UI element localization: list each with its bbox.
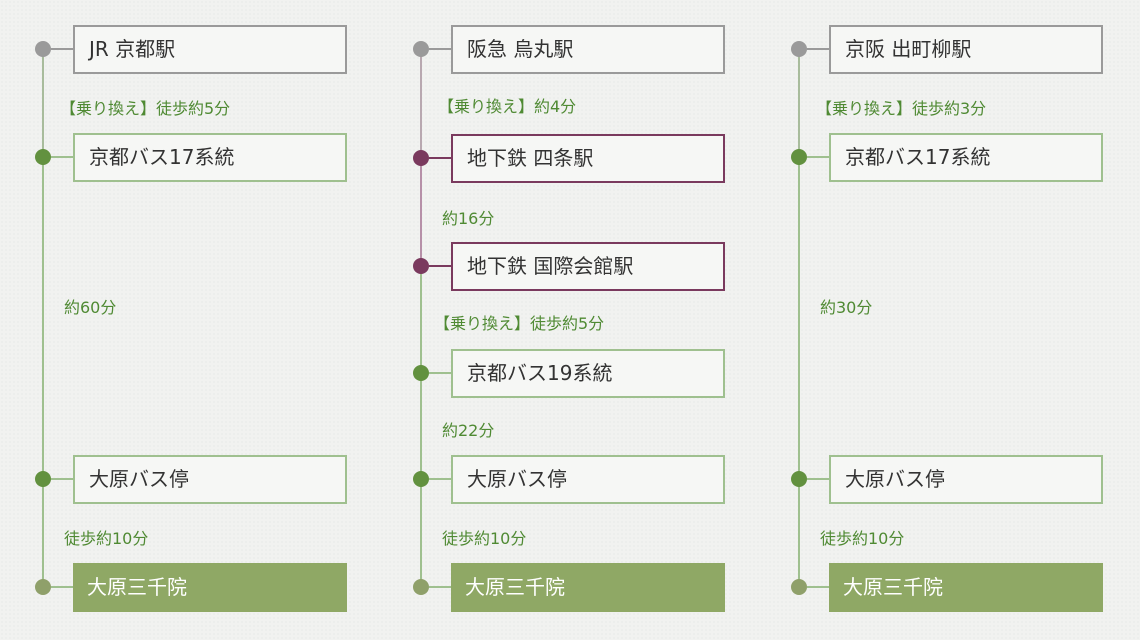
connector-tick xyxy=(429,372,451,374)
segment-label: 徒歩約10分 xyxy=(820,529,905,548)
destination-dot xyxy=(35,579,51,595)
station-dot xyxy=(35,149,51,165)
route-line xyxy=(798,49,800,157)
connector-tick xyxy=(429,265,451,267)
connector-tick xyxy=(51,478,73,480)
station-box: 大原バス停 xyxy=(73,455,347,504)
station-dot xyxy=(791,471,807,487)
destination-box: 大原三千院 xyxy=(451,563,725,612)
connector-tick xyxy=(51,586,73,588)
station-dot xyxy=(413,41,429,57)
station-dot xyxy=(791,149,807,165)
segment-label: 約60分 xyxy=(64,298,117,317)
station-box: 地下鉄 四条駅 xyxy=(451,134,725,183)
connector-tick xyxy=(807,156,829,158)
station-dot xyxy=(413,150,429,166)
connector-tick xyxy=(807,586,829,588)
segment-label: 約30分 xyxy=(820,298,873,317)
segment-label: 徒歩約10分 xyxy=(442,529,527,548)
route-line xyxy=(420,158,422,266)
station-dot xyxy=(413,471,429,487)
route-hankyu: 阪急 烏丸駅 【乗り換え】約4分 地下鉄 四条駅 約16分 地下鉄 国際会館駅 … xyxy=(378,0,738,640)
connector-tick xyxy=(429,48,451,50)
station-dot xyxy=(791,41,807,57)
station-box: 京都バス17系統 xyxy=(73,133,347,182)
station-dot xyxy=(413,258,429,274)
segment-label: 約16分 xyxy=(442,209,495,228)
station-box: 大原バス停 xyxy=(451,455,725,504)
destination-dot xyxy=(413,579,429,595)
route-line xyxy=(42,49,44,152)
segment-label: 【乗り換え】約4分 xyxy=(438,97,577,116)
station-box: 京都バス19系統 xyxy=(451,349,725,398)
segment-label: 約22分 xyxy=(442,421,495,440)
connector-tick xyxy=(51,48,73,50)
route-line xyxy=(420,49,422,158)
segment-label: 【乗り換え】徒歩約5分 xyxy=(60,99,231,118)
route-line xyxy=(420,266,422,586)
station-dot xyxy=(35,471,51,487)
station-box: 大原バス停 xyxy=(829,455,1103,504)
station-box: 阪急 烏丸駅 xyxy=(451,25,725,74)
destination-box: 大原三千院 xyxy=(829,563,1103,612)
route-line xyxy=(42,157,44,587)
connector-tick xyxy=(51,156,73,158)
station-box: 京阪 出町柳駅 xyxy=(829,25,1103,74)
destination-dot xyxy=(791,579,807,595)
station-box: 京都バス17系統 xyxy=(829,133,1103,182)
connector-tick xyxy=(807,478,829,480)
connector-tick xyxy=(429,157,451,159)
connector-tick xyxy=(429,478,451,480)
station-box: JR 京都駅 xyxy=(73,25,347,74)
route-keihan: 京阪 出町柳駅 【乗り換え】徒歩約3分 京都バス17系統 約30分 大原バス停 … xyxy=(756,0,1116,640)
segment-label: 【乗り換え】徒歩約5分 xyxy=(434,314,605,333)
connector-tick xyxy=(807,48,829,50)
segment-label: 徒歩約10分 xyxy=(64,529,149,548)
station-dot xyxy=(413,365,429,381)
route-line xyxy=(798,157,800,587)
route-jr: JR 京都駅 【乗り換え】徒歩約5分 京都バス17系統 約60分 大原バス停 徒… xyxy=(0,0,360,640)
destination-box: 大原三千院 xyxy=(73,563,347,612)
segment-label: 【乗り換え】徒歩約3分 xyxy=(816,99,987,118)
station-dot xyxy=(35,41,51,57)
station-box: 地下鉄 国際会館駅 xyxy=(451,242,725,291)
connector-tick xyxy=(429,586,451,588)
